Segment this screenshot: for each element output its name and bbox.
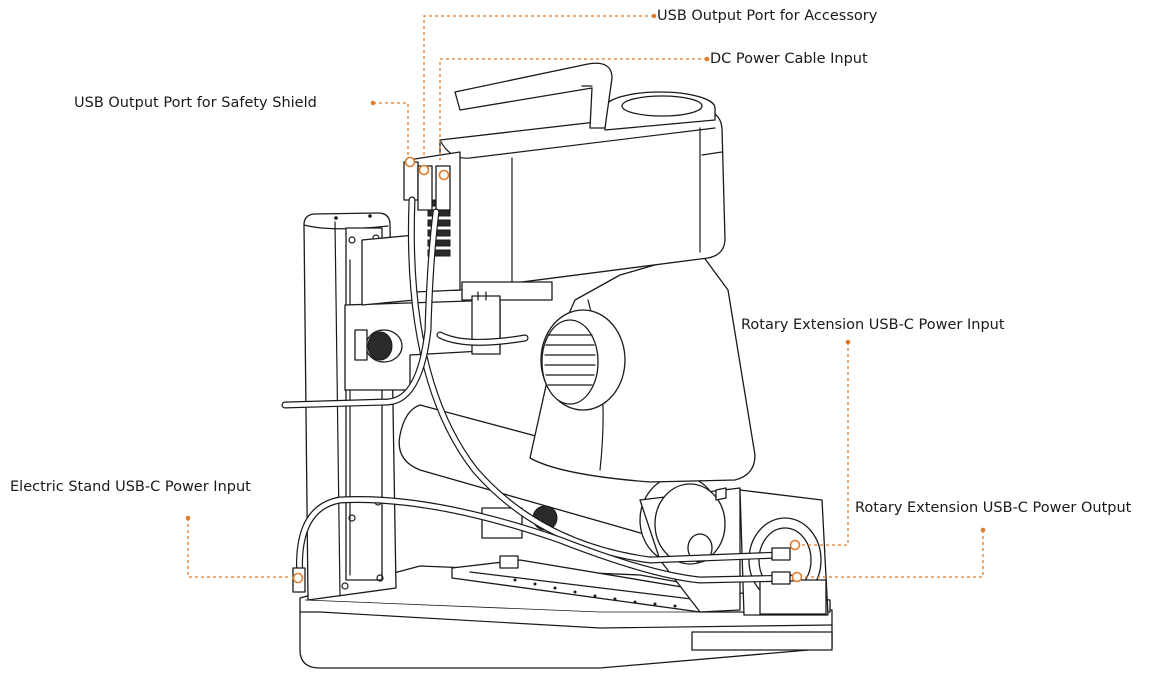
leader-usb-safety-shield (373, 102, 409, 155)
label-dc-power: DC Power Cable Input (710, 51, 868, 67)
label-rotary-usbc-output: Rotary Extension USB-C Power Output (855, 500, 1132, 516)
leader-dc-power (439, 58, 707, 160)
leader-dot-electric-stand-input (292, 572, 304, 584)
power-cables (281, 196, 799, 593)
leader-dot-usb-safety-shield (404, 156, 416, 168)
callout-leaders (185, 13, 986, 584)
label-electric-stand-input: Electric Stand USB-C Power Input (10, 479, 251, 495)
leader-rotary-usbc-input (800, 342, 849, 546)
label-rotary-usbc-input: Rotary Extension USB-C Power Input (741, 317, 1005, 333)
leader-dot-rotary-usbc-output (791, 571, 803, 583)
label-usb-accessory: USB Output Port for Accessory (657, 8, 878, 24)
leader-dot-rotary-usbc-input (789, 539, 801, 551)
laser-body (529, 251, 756, 483)
leader-usb-accessory (423, 15, 654, 155)
leader-dot-usb-accessory (418, 164, 430, 176)
leader-rotary-usbc-output (803, 530, 984, 578)
leader-dot-dc-power (438, 169, 450, 181)
label-usb-safety-shield: USB Output Port for Safety Shield (74, 95, 317, 111)
leader-electric-stand-input (187, 518, 290, 578)
